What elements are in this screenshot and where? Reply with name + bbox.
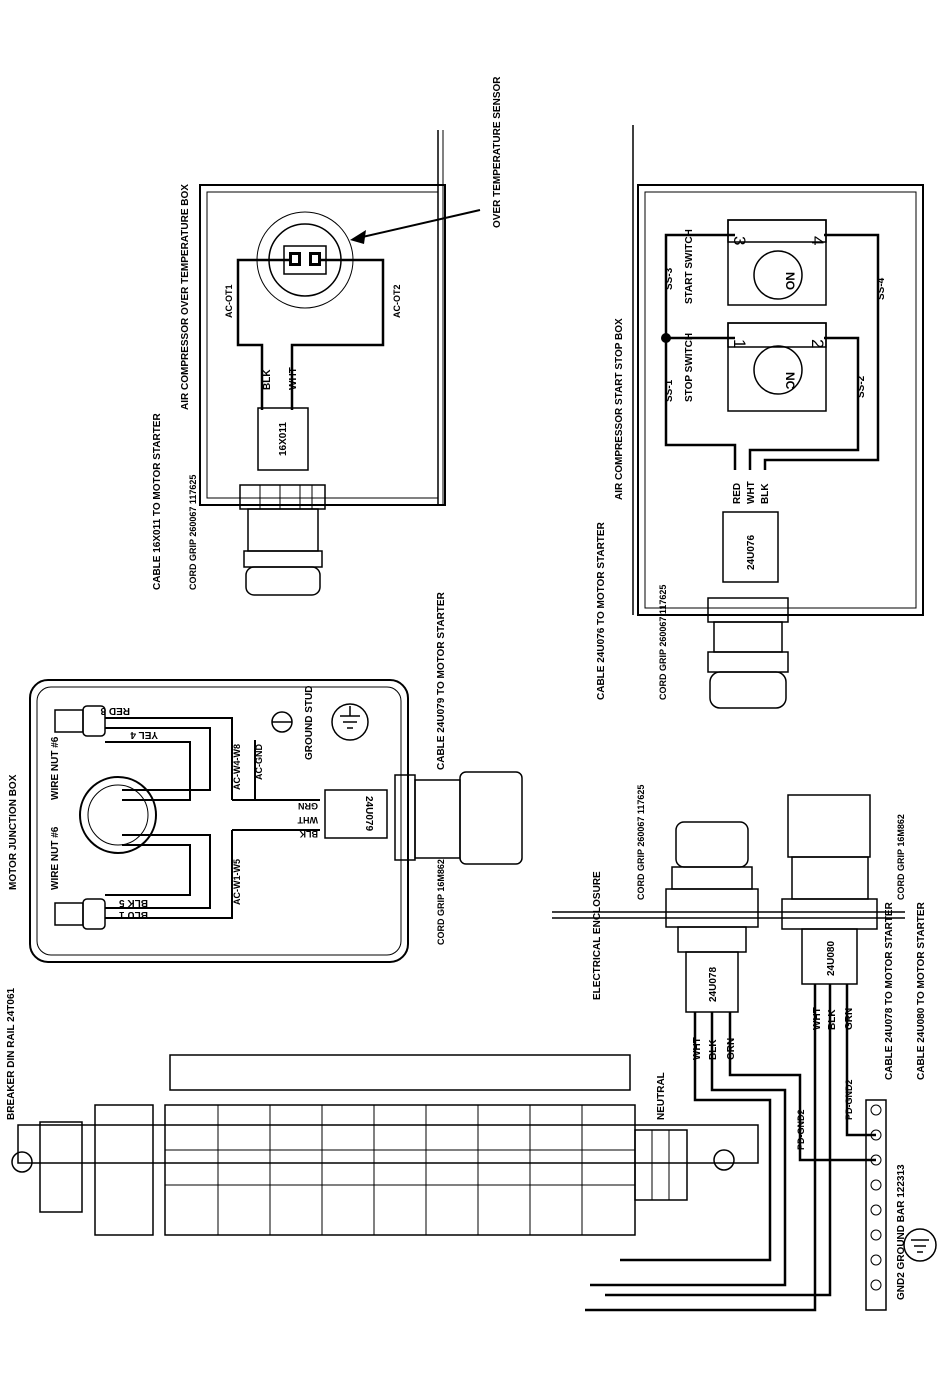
junction-box-title: MOTOR JUNCTION BOX xyxy=(8,774,19,890)
motor-junction-box xyxy=(29,679,523,963)
overtemp-sensor-label: OVER TEMPERATURE SENSOR xyxy=(492,76,503,228)
blu1-label: BLU 1 xyxy=(119,909,148,920)
enclosure-panel xyxy=(11,794,937,1312)
cable-b-id: 24U080 xyxy=(826,941,837,976)
start-switch-label: START SWITCH xyxy=(684,229,695,304)
cable-a-blk: BLK xyxy=(708,1039,719,1060)
ss-grip-label: CORD GRIP 260067 117625 xyxy=(658,585,668,700)
breaker-rail-label: BREAKER DIN RAIL 24T061 xyxy=(6,987,17,1120)
ac-gnd-label: AC-GND xyxy=(254,744,264,780)
wire-nut-top-label: WIRE NUT #6 xyxy=(50,736,61,800)
jb-blk-label: BLK xyxy=(299,829,318,839)
cable-b-blk: BLK xyxy=(827,1009,838,1030)
overtemp-box-title: AIR COMPRESSOR OVER TEMPERATURE BOX xyxy=(180,184,191,410)
red8-label: RED 8 xyxy=(100,705,130,716)
jb-cable-label: CABLE 24U079 TO MOTOR STARTER xyxy=(436,591,447,770)
overtemp-cable-label: CABLE 16X011 TO MOTOR STARTER xyxy=(152,413,163,590)
ac-w1-w5-label: AC-W1-W5 xyxy=(232,859,242,905)
cable-b-label: CABLE 24U080 TO MOTOR STARTER xyxy=(916,901,927,1080)
cable-a-label: CABLE 24U078 TO MOTOR STARTER xyxy=(884,901,895,1080)
overtemp-wire-ot1: AC-OT1 xyxy=(224,285,234,319)
ground-bar-label: GND2 GROUND BAR 122313 xyxy=(896,1164,907,1300)
jb-cable-id: 24U079 xyxy=(363,796,374,831)
terminal-2: 2 xyxy=(808,339,827,348)
overtemp-cable-id: 16X011 xyxy=(278,422,289,456)
neutral-label: NEUTRAL xyxy=(656,1072,667,1120)
ss-blk-label: BLK xyxy=(760,483,771,504)
blk5-label: BLK 5 xyxy=(119,897,148,908)
cable-b-wht: WHT xyxy=(812,1007,823,1030)
ss-wht-label: WHT xyxy=(746,481,757,504)
terminal-1: 1 xyxy=(730,339,749,348)
nc-contact-label: NC xyxy=(783,372,797,390)
terminal-4: 4 xyxy=(808,236,827,245)
pd-gnd2-b-label: PD-GND2 xyxy=(844,1079,854,1120)
jb-wht-label: WHT xyxy=(297,815,318,825)
overtemp-box xyxy=(199,130,481,596)
start-stop-box-title: AIR COMPRESSOR START STOP BOX xyxy=(614,318,625,500)
no-contact-label: NO xyxy=(783,272,797,290)
ss-cable-label: CABLE 24U076 TO MOTOR STARTER xyxy=(596,521,607,700)
ss-cable-id: 24U076 xyxy=(746,535,757,570)
ss-red-label: RED xyxy=(732,483,743,504)
terminal-3: 3 xyxy=(730,236,749,245)
jb-grn-label: GRN xyxy=(298,801,318,811)
ac-w4-w8-label: AC-W4-W8 xyxy=(232,744,242,790)
cable-a-wht: WHT xyxy=(692,1037,703,1060)
cable-a-grn: GRN xyxy=(726,1038,737,1060)
overtemp-wire-ot2: AC-OT2 xyxy=(392,285,402,319)
ground-stud-label: GROUND STUD xyxy=(304,686,315,760)
ss3-label: SS-3 xyxy=(664,267,675,290)
cable-a-id: 24U078 xyxy=(708,967,719,1002)
wire-nut-bottom-label: WIRE NUT #6 xyxy=(50,826,61,890)
ss2-label: SS-2 xyxy=(856,375,867,398)
ss1-label: SS-1 xyxy=(664,379,675,402)
stop-switch-label: STOP SWITCH xyxy=(684,333,695,402)
grip-b-label: CORD GRIP 16M862 xyxy=(896,814,906,900)
start-stop-box xyxy=(632,125,924,709)
jb-grip-label: CORD GRIP 16M862 xyxy=(436,859,446,945)
ss4-label: SS-4 xyxy=(876,277,887,300)
pd-gnd2-a-label: PD-GND2 xyxy=(796,1109,806,1150)
overtemp-blk-label: BLK xyxy=(262,369,273,390)
electrical-enclosure-label: ELECTRICAL ENCLOSURE xyxy=(592,871,603,1000)
overtemp-wht-label: WHT xyxy=(288,367,299,390)
overtemp-grip-label: CORD GRIP 260067 117625 xyxy=(188,475,198,590)
grip-a-label: CORD GRIP 260067 117625 xyxy=(636,785,646,900)
yel4-label: YEL 4 xyxy=(130,729,158,740)
cable-b-grn: GRN xyxy=(844,1008,855,1030)
